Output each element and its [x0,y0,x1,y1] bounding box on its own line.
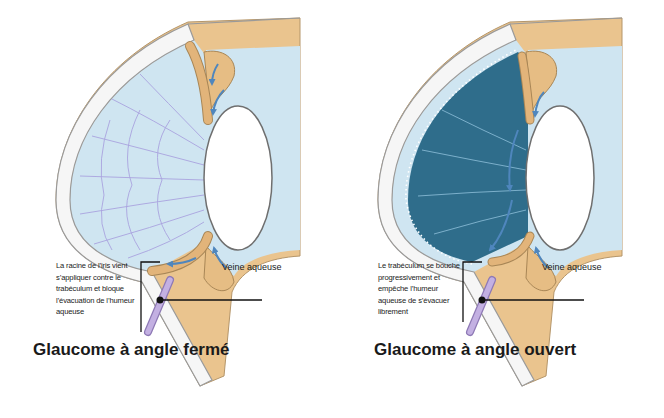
eye-drawing-part [110,98,204,150]
lens [204,106,272,250]
eye-drawing-part [140,74,204,140]
leader-line [482,299,584,300]
eye-drawing-part [434,210,526,234]
callout-note: La racine de l’iris vient s’appliquer co… [56,260,139,318]
eye-drawing-part [158,120,171,240]
callout-bracket [141,262,160,332]
anterior-chamber [392,40,528,272]
eye-drawing-part [80,176,204,180]
eye-drawing-part [509,130,518,190]
eye-drawing-part [490,200,512,250]
iris [190,46,208,120]
eye-drawing-part [101,120,112,250]
sclera [56,18,300,386]
conjunctiva [510,18,622,24]
callout-note: Le trabéculum se bouche progressivement … [378,260,461,318]
eye-drawing-part [418,190,526,196]
iris [152,236,208,271]
eye-drawing-part [80,195,204,214]
leader-dot [157,297,164,304]
eye-section [56,18,300,386]
eye-drawing-part [168,258,196,264]
part-label: Veine aqueuse [542,262,602,273]
iris [152,236,208,271]
aqueous-vein [148,280,170,332]
conjunctiva [188,18,300,24]
panel-title: Glaucome à angle fermé [33,340,230,360]
aqueous-vein [470,280,492,332]
cornea [378,24,534,386]
iris [190,46,208,120]
cornea [56,24,212,386]
eye-drawing-part [535,92,544,116]
leader-line [160,299,262,300]
eye-drawing-part [92,136,204,165]
iris [522,56,530,120]
lens [526,106,594,250]
iris [522,56,530,120]
eye-section [378,18,622,386]
iris-texture [418,110,526,234]
part-label: Veine aqueuse [222,262,282,273]
trabecular-deposits [406,50,516,264]
sclera [378,18,622,386]
aqueous-vein [470,280,492,332]
eye-drawing-part [94,210,204,244]
flow-arrows [490,92,548,268]
callout-bracket [463,262,482,322]
aqueous-vein [148,280,170,332]
leader-dot [479,297,486,304]
flow-arrows [168,64,226,268]
anterior-chamber [70,40,206,272]
panel-title: Glaucome à angle ouvert [374,340,576,360]
eye-drawing-part [213,90,224,114]
eye-drawing-part [212,64,218,84]
eye-drawing-part [127,110,140,250]
